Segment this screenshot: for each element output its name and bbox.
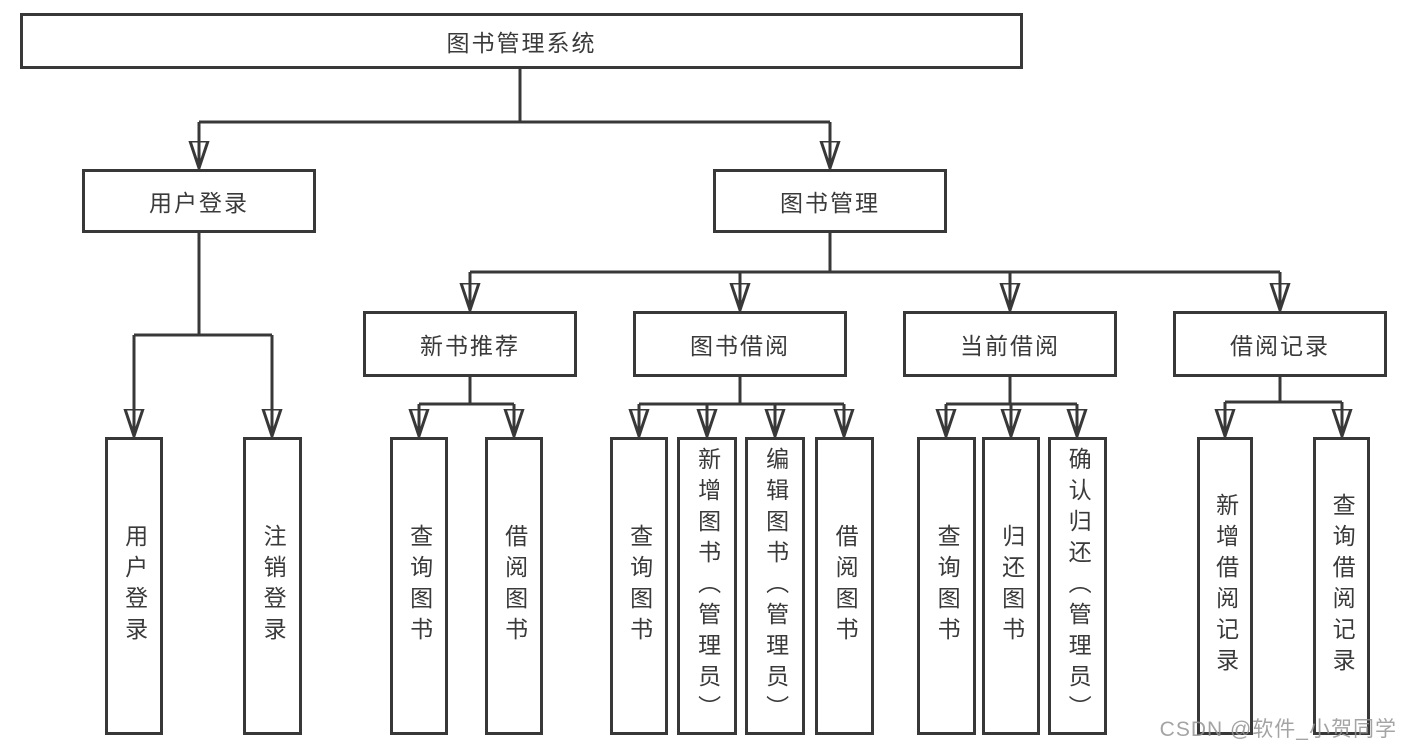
leaf-newbook-borrow-books: 借阅图书: [485, 437, 543, 735]
leaf-borrowing-borrow-books: 借阅图书: [815, 437, 874, 735]
leaf-borrowing-query-books-label: 查询图书: [626, 524, 653, 648]
node-borrowing-records-label: 借阅记录: [1230, 333, 1330, 359]
node-user-login-label: 用户登录: [149, 190, 249, 216]
leaf-records-query-borrow-record: 查询借阅记录: [1313, 437, 1370, 735]
node-book-borrowing: 图书借阅: [633, 311, 847, 377]
node-book-management-label: 图书管理: [780, 190, 880, 216]
node-current-borrowing-label: 当前借阅: [960, 333, 1060, 359]
leaf-current-confirm-return-admin-label: 确认归还（管理员）: [1065, 446, 1092, 726]
leaf-current-return-books-label: 归还图书: [998, 524, 1025, 648]
leaf-borrowing-add-books-admin: 新增图书（管理员）: [677, 437, 737, 735]
leaf-borrowing-query-books: 查询图书: [610, 437, 668, 735]
node-new-book-recommend-label: 新书推荐: [420, 333, 520, 359]
leaf-logout-login: 注销登录: [243, 437, 302, 735]
csdn-watermark: CSDN @软件_小贺同学: [1159, 718, 1397, 741]
leaf-newbook-query-books-label: 查询图书: [406, 524, 433, 648]
node-book-borrowing-label: 图书借阅: [690, 333, 790, 359]
leaf-newbook-borrow-books-label: 借阅图书: [501, 524, 528, 648]
node-root-label: 图书管理系统: [446, 30, 597, 56]
leaf-current-return-books: 归还图书: [982, 437, 1040, 735]
node-borrowing-records: 借阅记录: [1173, 311, 1387, 377]
node-root: 图书管理系统: [20, 13, 1023, 69]
leaf-user-login-label: 用户登录: [121, 524, 148, 648]
leaf-newbook-query-books: 查询图书: [390, 437, 448, 735]
node-new-book-recommend: 新书推荐: [363, 311, 577, 377]
leaf-records-add-borrow-record: 新增借阅记录: [1197, 437, 1253, 735]
leaf-current-query-books: 查询图书: [917, 437, 976, 735]
node-current-borrowing: 当前借阅: [903, 311, 1117, 377]
leaf-user-login: 用户登录: [105, 437, 163, 735]
leaf-logout-login-label: 注销登录: [260, 524, 287, 648]
leaf-borrowing-add-books-admin-label: 新增图书（管理员）: [694, 446, 721, 726]
node-book-management: 图书管理: [713, 169, 947, 233]
leaf-borrowing-edit-books-admin: 编辑图书（管理员）: [745, 437, 805, 735]
leaf-records-add-borrow-record-label: 新增借阅记录: [1212, 493, 1239, 679]
leaf-records-query-borrow-record-label: 查询借阅记录: [1329, 493, 1356, 679]
leaf-current-confirm-return-admin: 确认归还（管理员）: [1048, 437, 1107, 735]
leaf-borrowing-borrow-books-label: 借阅图书: [832, 524, 859, 648]
node-user-login: 用户登录: [82, 169, 316, 233]
leaf-borrowing-edit-books-admin-label: 编辑图书（管理员）: [762, 446, 789, 726]
leaf-current-query-books-label: 查询图书: [934, 524, 961, 648]
